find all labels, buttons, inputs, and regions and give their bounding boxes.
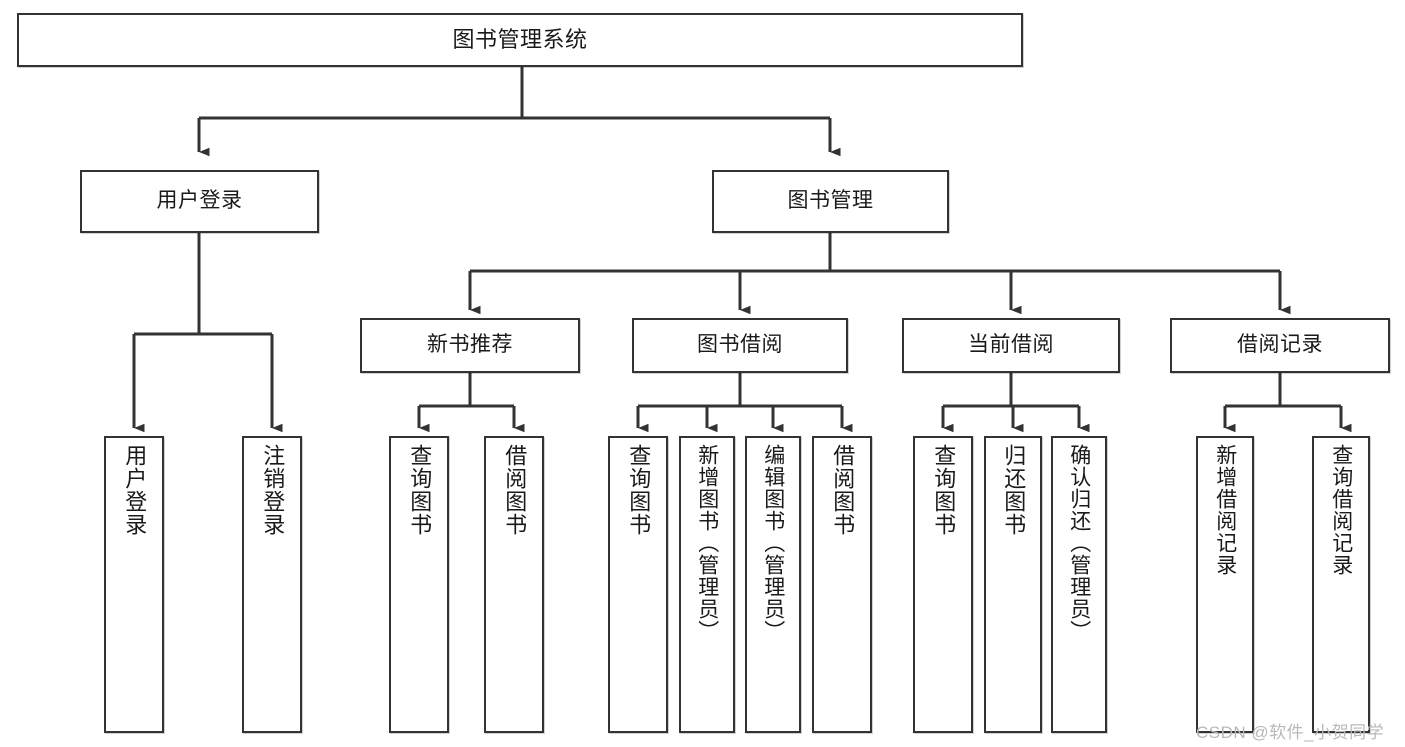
leaf-logout-label: 注销登录 (260, 444, 286, 536)
leaf-confirm-return-admin[interactable]: 确认归还（管理员） (1051, 436, 1107, 733)
leaf-add-book-admin-label: 新增图书（管理员） (695, 444, 719, 642)
leaf-query-book-rec-label: 查询图书 (407, 444, 433, 536)
node-root-label: 图书管理系统 (452, 27, 588, 53)
leaf-query-borrow-record-label: 查询借阅记录 (1329, 444, 1353, 576)
leaf-query-book-bb[interactable]: 查询图书 (608, 436, 668, 733)
node-user-login-label: 用户登录 (156, 189, 243, 213)
leaf-confirm-return-admin-label: 确认归还（管理员） (1067, 444, 1091, 642)
leaf-user-login-label: 用户登录 (122, 444, 148, 536)
node-new-book-recommend[interactable]: 新书推荐 (360, 318, 580, 373)
node-book-borrow-label: 图书借阅 (697, 333, 783, 357)
leaf-query-book-cb-label: 查询图书 (931, 444, 957, 536)
leaf-query-book-rec[interactable]: 查询图书 (389, 436, 449, 733)
node-book-manage-label: 图书管理 (787, 189, 874, 213)
watermark: CSDN @软件_小贺同学 (1196, 723, 1385, 742)
node-new-book-recommend-label: 新书推荐 (427, 333, 513, 357)
leaf-query-book-cb[interactable]: 查询图书 (913, 436, 973, 733)
leaf-add-book-admin[interactable]: 新增图书（管理员） (679, 436, 735, 733)
leaf-edit-book-admin-label: 编辑图书（管理员） (761, 444, 785, 642)
leaf-return-book[interactable]: 归还图书 (984, 436, 1042, 733)
leaf-borrow-book-rec-label: 借阅图书 (502, 444, 528, 536)
leaf-query-book-bb-label: 查询图书 (626, 444, 652, 536)
node-current-borrow[interactable]: 当前借阅 (902, 318, 1120, 373)
leaf-borrow-book-bb-label: 借阅图书 (830, 444, 856, 536)
node-book-manage[interactable]: 图书管理 (712, 170, 949, 233)
leaf-user-login[interactable]: 用户登录 (104, 436, 164, 733)
node-user-login[interactable]: 用户登录 (80, 170, 319, 233)
node-borrow-records-label: 借阅记录 (1237, 333, 1323, 357)
leaf-return-book-label: 归还图书 (1001, 444, 1027, 536)
leaf-add-borrow-record-label: 新增借阅记录 (1213, 444, 1237, 576)
node-current-borrow-label: 当前借阅 (968, 333, 1054, 357)
node-borrow-records[interactable]: 借阅记录 (1170, 318, 1390, 373)
node-book-borrow[interactable]: 图书借阅 (632, 318, 848, 373)
leaf-borrow-book-rec[interactable]: 借阅图书 (484, 436, 544, 733)
leaf-edit-book-admin[interactable]: 编辑图书（管理员） (745, 436, 801, 733)
node-root[interactable]: 图书管理系统 (17, 13, 1023, 67)
leaf-query-borrow-record[interactable]: 查询借阅记录 (1312, 436, 1370, 733)
leaf-borrow-book-bb[interactable]: 借阅图书 (812, 436, 872, 733)
leaf-logout[interactable]: 注销登录 (242, 436, 302, 733)
leaf-add-borrow-record[interactable]: 新增借阅记录 (1196, 436, 1254, 733)
